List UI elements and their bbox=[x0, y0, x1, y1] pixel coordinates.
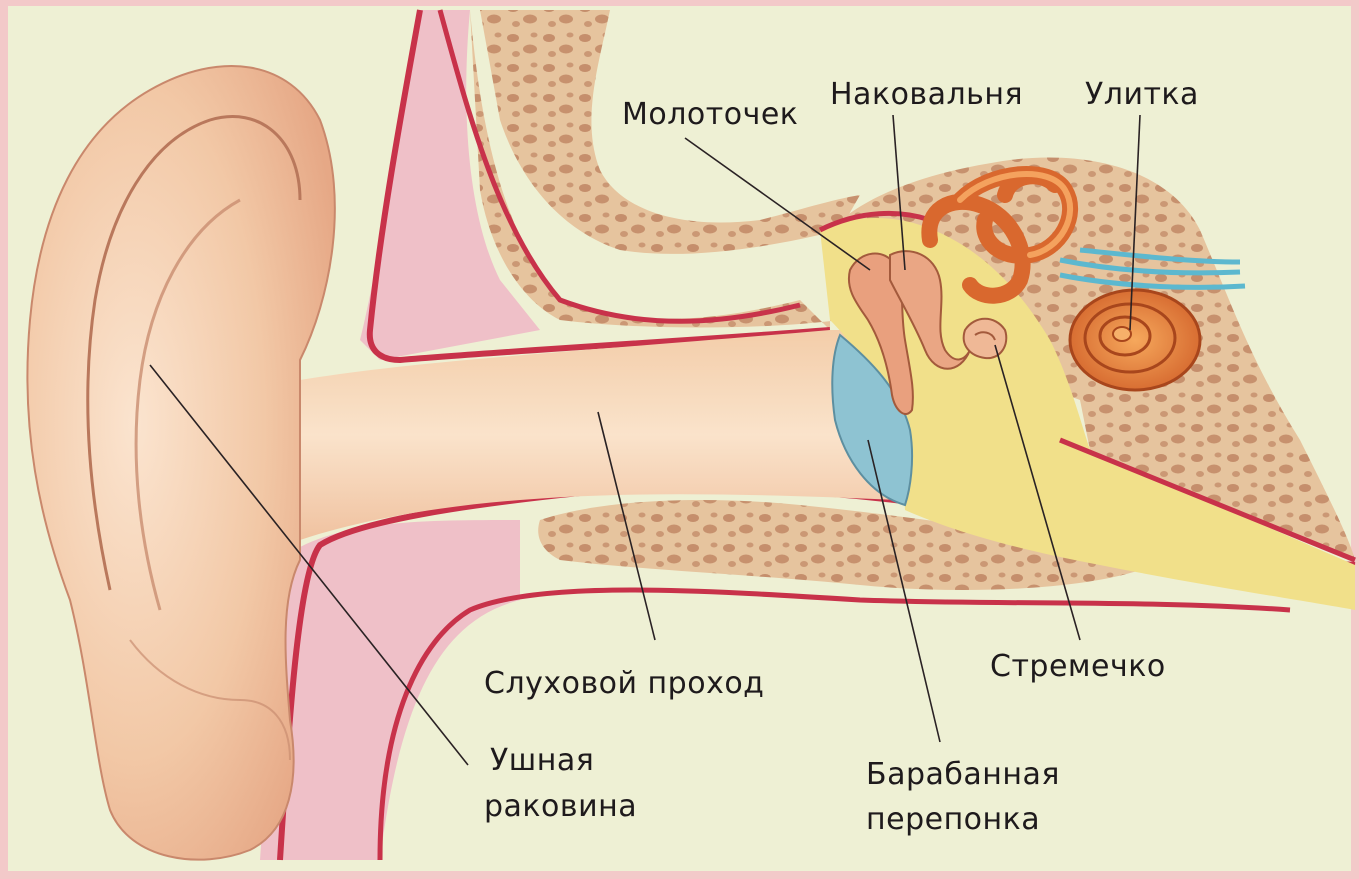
label-auricle-line2: раковина bbox=[484, 790, 637, 824]
label-eardrum-line2: перепонка bbox=[866, 803, 1040, 837]
label-eardrum-line1: Барабанная bbox=[866, 758, 1060, 792]
cochlea-center bbox=[1113, 327, 1131, 341]
stapes bbox=[964, 319, 1007, 358]
label-malleus: Молоточек bbox=[622, 98, 798, 132]
label-cochlea: Улитка bbox=[1085, 78, 1199, 112]
label-auricle-line1: Ушная bbox=[490, 744, 594, 778]
cochlea bbox=[1070, 290, 1200, 390]
label-incus: Наковальня bbox=[830, 78, 1023, 112]
label-ear-canal: Слуховой проход bbox=[484, 667, 764, 701]
label-stapes: Стремечко bbox=[990, 650, 1166, 684]
